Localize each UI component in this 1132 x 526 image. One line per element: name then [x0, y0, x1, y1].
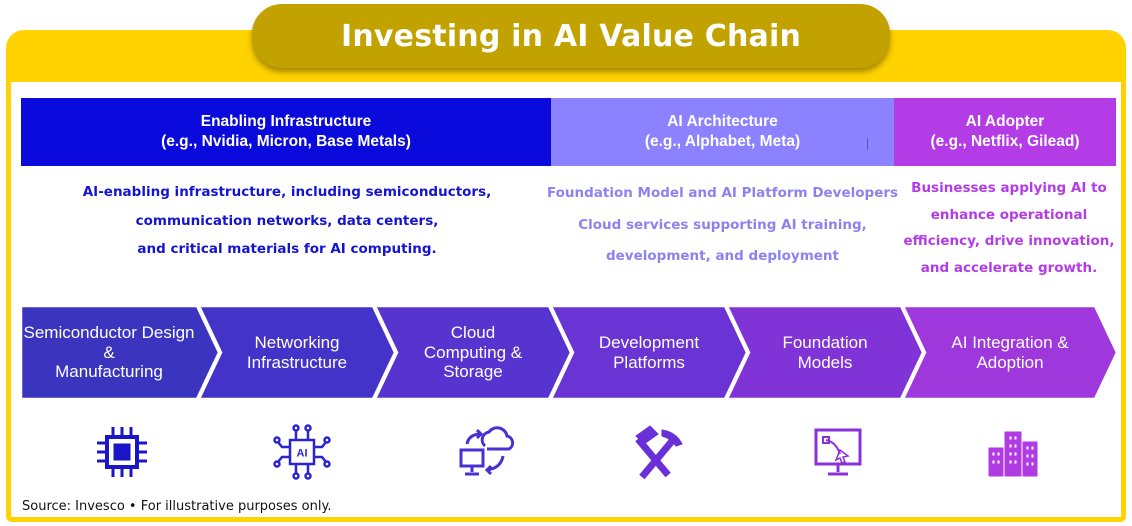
step-label-line: Development [598, 333, 700, 352]
step-label-cloud: Cloud Computing & Storage [397, 306, 549, 399]
title-banner: Investing in AI Value Chain [252, 4, 890, 68]
step-label-line: Models [797, 352, 853, 372]
description-line: enhance operational [930, 206, 1088, 223]
description-line: efficiency, drive innovation, [903, 233, 1115, 249]
buildings-icon [983, 422, 1043, 482]
chevron-integration [901, 306, 1119, 399]
step-label-line: Adoption [976, 352, 1044, 372]
hammer-pick-icon [628, 422, 688, 482]
chip-icon [92, 422, 152, 482]
description-line: Businesses applying AI to [911, 180, 1107, 196]
description-ai-adopter: Businesses applying AI to enhance operat… [898, 175, 1120, 281]
vector-monitor-icon [808, 422, 868, 482]
category-title: AI Architecture [667, 113, 778, 130]
description-enabling-infrastructure: AI-enabling infrastructure, including se… [60, 178, 514, 264]
description-line: AI-enabling infrastructure, including se… [82, 184, 492, 200]
category-examples: (e.g., Alphabet, Meta) [644, 133, 801, 150]
step-label-development: Development Platforms [573, 306, 725, 399]
step-label-line: Networking [254, 333, 340, 352]
step-label-line: Platforms [613, 352, 685, 372]
svg-text:AI: AI [297, 448, 308, 460]
chevron-development [549, 306, 749, 399]
category-examples: (e.g., Netflix, Gilead) [930, 133, 1080, 150]
description-line: communication networks, data centers, [135, 212, 439, 229]
category-ai-architecture: AI Architecture (e.g., Alphabet, Meta) [551, 98, 894, 166]
description-line: Foundation Model and AI Platform Develop… [546, 185, 899, 201]
step-label-line: Manufacturing [55, 362, 163, 382]
step-label-line: Storage [443, 362, 503, 382]
source-note: Source: Invesco • For illustrative purpo… [22, 499, 332, 514]
step-label-line: Infrastructure [246, 352, 348, 372]
ai-circuit-icon: AI [272, 422, 332, 482]
description-line: development, and deployment [605, 248, 839, 264]
value-chain-flow: Semiconductor Design & Manufacturing Net… [21, 306, 1121, 399]
step-label-line: AI Integration & [951, 333, 1069, 352]
description-ai-architecture: Foundation Model and AI Platform Develop… [545, 178, 900, 273]
step-label-integration: AI Integration & Adoption [925, 306, 1095, 399]
step-label-line: Cloud [450, 323, 496, 343]
category-title: AI Adopter [965, 113, 1045, 130]
description-line: and accelerate growth. [920, 259, 1098, 276]
chevron-foundation [725, 306, 925, 399]
step-label-foundation: Foundation Models [749, 306, 901, 399]
category-ai-adopter: AI Adopter (e.g., Netflix, Gilead) [894, 98, 1116, 166]
step-label-line: Semiconductor Design & [23, 323, 195, 362]
divider-tick [867, 138, 868, 150]
step-label-semiconductor: Semiconductor Design & Manufacturing [21, 306, 197, 399]
cloud-sync-icon [455, 422, 515, 482]
chevron-arrows [21, 306, 1119, 399]
step-label-line: Foundation [782, 333, 868, 352]
category-enabling-infrastructure: Enabling Infrastructure (e.g., Nvidia, M… [21, 98, 551, 166]
step-label-networking: Networking Infrastructure [221, 306, 373, 399]
description-line: Cloud services supporting AI training, [578, 216, 867, 233]
chevron-semiconductor [21, 306, 221, 399]
description-line: and critical materials for AI computing. [137, 241, 437, 257]
chevron-cloud [373, 306, 573, 399]
category-examples: (e.g., Nvidia, Micron, Base Metals) [161, 133, 411, 150]
page-title: Investing in AI Value Chain [341, 18, 801, 54]
step-label-line: Computing & [423, 342, 523, 362]
category-title: Enabling Infrastructure [200, 113, 372, 130]
chevron-networking [197, 306, 397, 399]
